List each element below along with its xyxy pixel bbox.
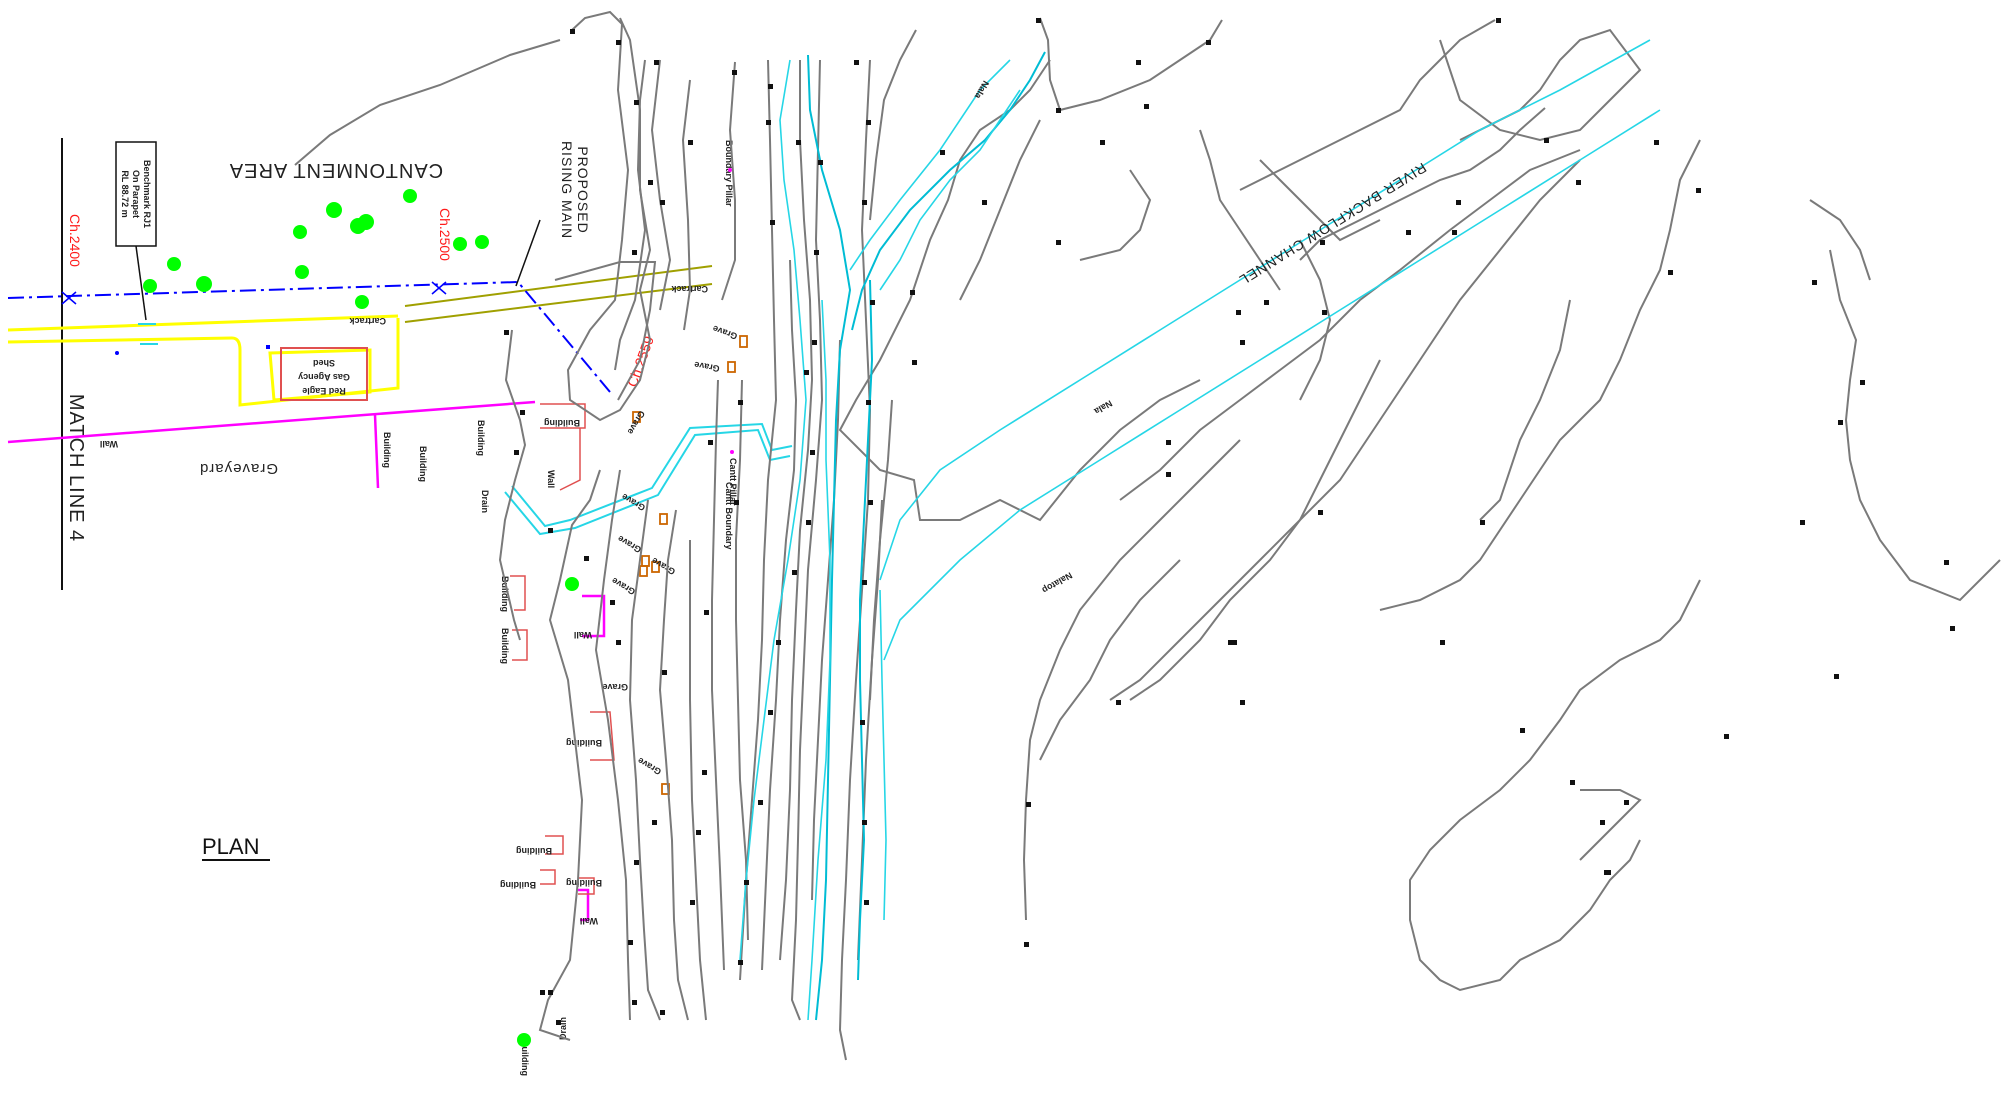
building-label: Building: [476, 420, 486, 456]
wall-label: Wall: [580, 916, 598, 926]
cartrack-label: Cartrack: [348, 316, 386, 326]
grave-label: Grave: [616, 534, 643, 555]
boundary-pillar: [728, 168, 732, 172]
graveyard-wall: [7, 400, 606, 922]
grave: [632, 335, 748, 795]
chainage-label: Ch.2400: [67, 214, 83, 267]
wall-label: Wall: [546, 470, 556, 488]
benchmark-leader: [135, 245, 147, 321]
grave-label: Grave: [610, 576, 637, 597]
building-label: Building: [500, 576, 510, 612]
cantt-boundary-label: Cantt Boundary: [724, 482, 734, 550]
contour-lines: [294, 10, 2001, 1061]
nala-label: Nala: [1092, 398, 1114, 417]
red-eagle-shed: [280, 347, 368, 401]
survey-point: [115, 351, 119, 355]
rising-main-leader: [515, 219, 541, 287]
grave-label: Grave: [636, 756, 663, 777]
building-label: Building: [500, 628, 510, 664]
graveyard-label: Graveyard: [199, 460, 278, 477]
cartrack-line: [404, 283, 713, 323]
river-channel: [739, 39, 1661, 1021]
benchmark-line-2: On Parapet: [131, 170, 141, 218]
nalatop-label: Nalatop: [1040, 570, 1074, 595]
building-label: Building: [500, 880, 536, 890]
boundary-pillar-label: Boundary Pillar: [724, 140, 734, 207]
shed-label-1: Red Eagle: [302, 386, 346, 396]
grave-label: Grave: [602, 682, 628, 692]
tree-cluster: [143, 189, 579, 1047]
grave-label: Grave: [693, 360, 720, 374]
benchmark-line-1: Benchmark RJ1: [142, 160, 152, 228]
cartrack-line: [404, 265, 713, 307]
grave-label: Grave: [711, 323, 738, 341]
building-label: Building: [382, 432, 392, 468]
benchmark-line-3: RL 88.72 m: [120, 170, 130, 217]
cantt-pillar-label: Cantt Pillar: [728, 458, 738, 506]
building-label: Building: [418, 446, 428, 482]
drain-label: Drain: [480, 490, 490, 513]
building-label: Building: [544, 418, 580, 428]
shed-label-2: Gas Agency: [298, 372, 350, 382]
grave-label: Grave: [626, 409, 647, 436]
benchmark-marker: [138, 323, 158, 345]
match-line-label: MATCH LINE 4: [65, 394, 87, 542]
building-label: Building: [516, 846, 552, 856]
rising-main-label-2: RISING MAIN: [559, 141, 575, 239]
plan-title: PLAN: [202, 834, 259, 859]
building-label: Building: [520, 1040, 530, 1076]
cantonment-area-label: CANTONMENT AREA: [229, 159, 443, 181]
drain: [504, 422, 793, 536]
building-outline: [510, 403, 615, 895]
road: [7, 314, 400, 407]
wall-label: Wall: [574, 630, 592, 640]
survey-point: [266, 345, 270, 349]
alignment-marker: [61, 281, 447, 305]
benchmark-box: [115, 141, 157, 247]
rising-main-label: PROPOSED: [575, 146, 591, 233]
building-label: Building: [566, 878, 602, 888]
shed-label-3: Shed: [313, 358, 335, 368]
chainage-label: Ch.2500: [437, 208, 453, 261]
contour-markers: [504, 18, 1955, 1025]
cantt-pillar: [730, 450, 734, 454]
drain-label: Drain: [558, 1017, 568, 1040]
grave-label: Grave: [650, 556, 677, 577]
wall-label: Wall: [100, 439, 118, 449]
building-label: Building: [566, 738, 602, 748]
